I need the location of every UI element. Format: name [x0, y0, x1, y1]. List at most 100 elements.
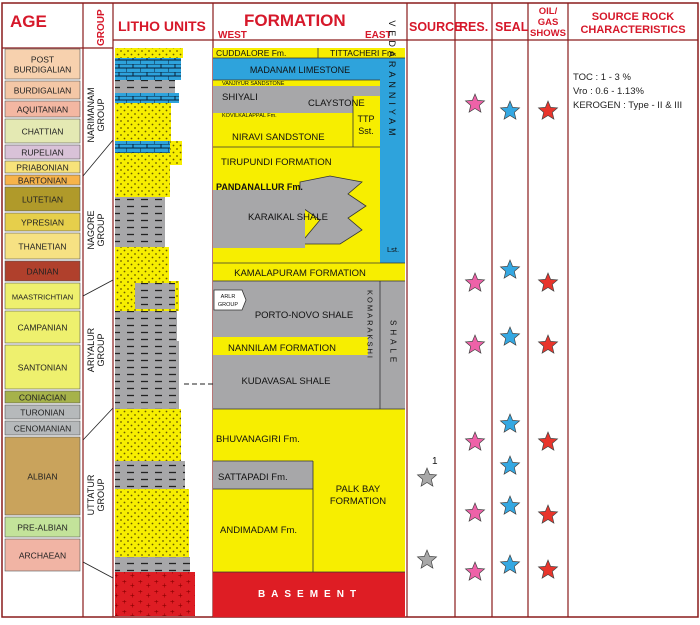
- header-group: GROUP: [96, 9, 107, 46]
- age-cell: MAASTRICHTIAN: [4, 282, 81, 310]
- age-label: YPRESIAN: [21, 218, 64, 228]
- age-column: POSTBURDIGALIANBURDIGALIANAQUITANIANCHAT…: [4, 48, 81, 572]
- age-cell: THANETIAN: [4, 232, 81, 260]
- age-cell: LUTETIAN: [4, 186, 81, 212]
- group-ariyalur-sub: GROUP: [96, 333, 106, 366]
- seal-star: [499, 326, 521, 346]
- formation-sattapadi: SATTAPADI Fm.: [218, 472, 288, 483]
- age-cell: BURDIGALIAN: [4, 80, 81, 100]
- seal-star: [499, 259, 521, 279]
- age-label: CAMPANIAN: [18, 323, 68, 333]
- age-label: CENOMANIAN: [14, 424, 72, 434]
- age-label: MAASTRICHTIAN: [12, 293, 73, 302]
- age-cell: BARTONIAN: [4, 174, 81, 186]
- age-cell: CENOMANIAN: [4, 420, 81, 436]
- age-cell: AQUITANIAN: [4, 100, 81, 118]
- age-label: PRE-ALBIAN: [17, 523, 68, 533]
- group-uttatur-name: UTTATUR: [86, 474, 96, 515]
- formation-arlr: ARLR: [221, 294, 236, 300]
- header-formation: FORMATION: [244, 11, 346, 30]
- age-cell: CONIACIAN: [4, 390, 81, 404]
- group-nagore-sub: GROUP: [96, 213, 106, 246]
- vro-value: Vro : 0.6 - 1.13%: [573, 86, 644, 97]
- formation-shiyali: SHIYALI: [222, 92, 258, 103]
- formation-lst: Lst.: [387, 245, 399, 254]
- header-shows: SHOWS: [530, 28, 566, 39]
- formation-ttp-sst: Sst.: [358, 126, 374, 136]
- source-star: [416, 467, 438, 487]
- age-label: DANIAN: [26, 267, 58, 277]
- header-west: WEST: [218, 30, 247, 41]
- group-narimanam-name: NARIMANAM: [86, 87, 96, 142]
- age-label: SANTONIAN: [18, 363, 67, 373]
- toc-value: TOC : 1 - 3 %: [573, 72, 631, 83]
- formation-kamalapuram: KAMALAPURAM FORMATION: [234, 268, 366, 279]
- oil-gas-show-star: [537, 272, 559, 292]
- header-east: EAST: [365, 30, 392, 41]
- header-res: RES.: [459, 20, 488, 34]
- header-seal: SEAL: [495, 20, 529, 34]
- group-nagore-name: NAGORE: [86, 210, 96, 249]
- seal-star: [499, 413, 521, 433]
- formation-komarakshi: KOMARAKSHI: [366, 290, 375, 360]
- formation-column: CUDDALORE Fm. TITTACHERI Fm. MADANAM LIM…: [213, 20, 405, 617]
- formation-basement: BASEMENT: [258, 589, 362, 600]
- age-cell: PRIABONIAN: [4, 160, 81, 174]
- formation-ttp: TTP: [358, 114, 375, 124]
- age-label: RUPELIAN: [21, 148, 64, 158]
- group-ariyalur-name: ARIYALUR: [86, 327, 96, 372]
- age-cell: DANIAN: [4, 260, 81, 282]
- source-star: [416, 549, 438, 569]
- formation-tittacheri: TITTACHERI Fm.: [330, 48, 396, 58]
- age-label: BURDIGALIAN: [14, 86, 72, 96]
- source-rock-characteristics: TOC : 1 - 3 % Vro : 0.6 - 1.13% KEROGEN …: [573, 72, 682, 111]
- formation-palkbay-fm: FORMATION: [330, 496, 386, 507]
- age-label: LUTETIAN: [22, 195, 63, 205]
- group-uttatur-sub: GROUP: [96, 478, 106, 511]
- age-cell: ALBIAN: [4, 436, 81, 516]
- header-litho-units: LITHO UNITS: [118, 18, 206, 34]
- reservoir-star: [464, 272, 486, 292]
- age-cell: YPRESIAN: [4, 212, 81, 232]
- age-label: ALBIAN: [27, 472, 57, 482]
- formation-niravi: NIRAVI SANDSTONE: [232, 132, 325, 143]
- formation-portonovo: PORTO-NOVO SHALE: [255, 310, 353, 321]
- seal-star: [499, 495, 521, 515]
- age-cell: PRE-ALBIAN: [4, 516, 81, 538]
- age-label: THANETIAN: [18, 242, 66, 252]
- header-gas: GAS: [538, 17, 559, 28]
- source-star-note: 1: [432, 456, 438, 467]
- oil-gas-show-star: [537, 504, 559, 524]
- oil-gas-show-star: [537, 100, 559, 120]
- age-label: POST: [31, 55, 54, 65]
- reservoir-star: [464, 93, 486, 113]
- seal-star: [499, 455, 521, 475]
- age-cell: ARCHAEAN: [4, 538, 81, 572]
- age-label: PRIABONIAN: [16, 163, 68, 173]
- group-column: [82, 139, 114, 579]
- header-characteristics: CHARACTERISTICS: [580, 24, 685, 36]
- column-dividers: [2, 3, 698, 617]
- header-row: AGE GROUP LITHO UNITS FORMATION WEST EAS…: [10, 6, 686, 46]
- header-oil: OIL/: [539, 6, 558, 17]
- formation-pandanallur: PANDANALLUR Fm.: [216, 182, 303, 192]
- reservoir-star: [464, 334, 486, 354]
- oil-gas-show-star: [537, 559, 559, 579]
- oil-gas-show-star: [537, 334, 559, 354]
- formation-palkbay: PALK BAY: [336, 484, 381, 495]
- group-narimanam-sub: GROUP: [96, 98, 106, 131]
- formation-madanam: MADANAM LIMESTONE: [250, 65, 350, 75]
- age-label: CHATTIAN: [22, 127, 64, 137]
- age-cell: SANTONIAN: [4, 344, 81, 390]
- age-label: BURDIGALIAN: [14, 65, 72, 75]
- formation-andimadam: ANDIMADAM Fm.: [220, 525, 297, 536]
- reservoir-star: [464, 502, 486, 522]
- header-source-rock: SOURCE ROCK: [592, 11, 675, 23]
- seal-star: [499, 100, 521, 120]
- formation-arlr-group: GROUP: [218, 302, 239, 308]
- formation-vanjiyur: VANJIYUR SANDSTONE: [222, 81, 285, 87]
- reservoir-star: [464, 431, 486, 451]
- age-label: AQUITANIAN: [17, 105, 68, 115]
